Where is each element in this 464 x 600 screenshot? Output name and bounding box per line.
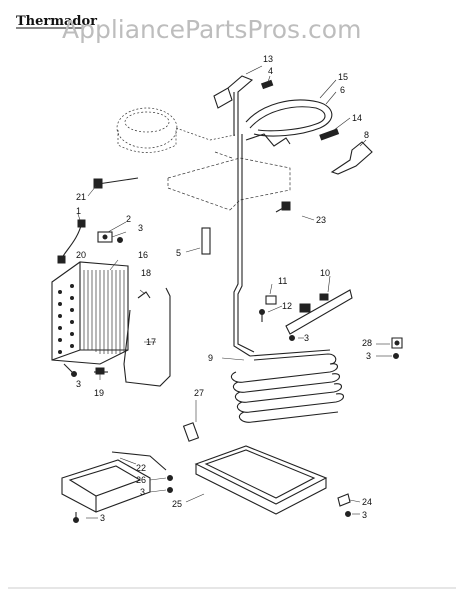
drain-pan [185,445,328,515]
drier-tube [330,139,373,175]
callout-14: 14 [352,113,362,123]
suction-line [213,65,274,136]
screw-3-bottom-right [345,511,360,517]
screw-3-condenser [63,363,77,377]
callout-11: 11 [278,276,287,286]
condensate-tray [61,451,167,513]
callout-4: 4 [268,66,273,76]
callout-3-bottom-right: 3 [362,510,367,520]
callout-20: 20 [76,250,86,260]
condenser-coil [51,259,129,365]
callout-23: 23 [316,215,326,225]
callout-6: 6 [340,85,345,95]
screw-12 [259,305,283,322]
clip [137,289,151,299]
callout-3-tray: 3 [140,487,145,497]
callout-15: 15 [338,72,348,82]
callout-28: 28 [362,338,372,348]
watermark: AppliancePartsPros.com [62,15,361,44]
screw-19 [94,367,108,380]
callout-labels: 13 4 15 6 14 8 21 1 2 3 20 16 18 5 23 11… [76,54,372,523]
callout-2: 2 [126,214,131,224]
bracket-screw-11 [265,283,277,305]
callout-12: 12 [282,301,292,311]
callout-5: 5 [176,248,181,258]
callout-1: 1 [76,206,81,216]
compressor [116,107,236,153]
plug-27 [182,400,200,442]
evaporator-coil [221,349,345,423]
callout-19: 19 [94,388,104,398]
callout-8: 8 [364,130,369,140]
screw-3-bracket [289,335,304,341]
callout-16: 16 [138,250,148,260]
callout-3-condenser: 3 [76,379,81,389]
evaporator-bracket [285,275,353,335]
callout-3: 3 [138,223,143,233]
relay-connector [97,221,127,243]
callout-3-right: 3 [366,351,371,361]
clamp-23 [275,201,315,221]
heat-exchanger [245,79,337,147]
callout-26: 26 [136,475,146,485]
tubing-outline [167,151,291,211]
clip-24 [337,493,361,507]
callout-18: 18 [141,268,151,278]
screw-3-tray [149,487,173,493]
bolt [87,177,139,197]
screw-3-right [376,353,399,359]
pin-14 [319,117,351,141]
callout-27: 27 [194,388,204,398]
callout-21: 21 [76,192,86,202]
brand-logo: Thermador [16,14,97,29]
screw-3-tray-bottom [73,512,98,523]
heater-wire [123,287,171,387]
callout-9: 9 [208,353,213,363]
callout-3-tray-bottom: 3 [100,513,105,523]
capillary-line [233,134,255,357]
clip-28 [376,337,403,349]
drain-tube [185,227,211,255]
screw-26 [149,475,173,481]
callout-24: 24 [362,497,372,507]
wire-harness [57,213,86,264]
callout-3-bracket: 3 [304,333,309,343]
callout-22: 22 [136,463,146,473]
callout-17: 17 [146,337,156,347]
callout-13: 13 [263,54,273,64]
callout-10: 10 [320,268,330,278]
callout-25: 25 [172,499,182,509]
